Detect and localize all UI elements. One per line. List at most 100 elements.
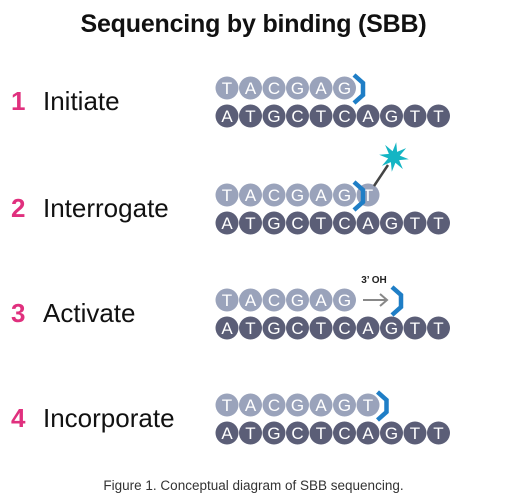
base-letter: T bbox=[410, 107, 420, 126]
primer-base: T bbox=[356, 393, 380, 417]
base-circle bbox=[215, 288, 239, 312]
primer-base: G bbox=[333, 393, 356, 417]
base-letter: G bbox=[291, 79, 304, 98]
template-base: G bbox=[380, 316, 403, 340]
primer-base: A bbox=[309, 76, 333, 100]
base-letter: G bbox=[338, 291, 351, 310]
primer-base: C bbox=[262, 393, 286, 417]
template-base: T bbox=[427, 316, 450, 340]
base-circle bbox=[262, 316, 286, 340]
base-circle bbox=[427, 316, 450, 340]
base-letter: G bbox=[385, 424, 398, 443]
base-letter: A bbox=[362, 214, 374, 233]
template-base: C bbox=[286, 211, 309, 235]
base-letter: T bbox=[245, 319, 255, 338]
base-circle bbox=[239, 76, 262, 100]
template-base: C bbox=[333, 211, 356, 235]
template-base: A bbox=[215, 104, 239, 128]
primer-base: C bbox=[262, 183, 286, 207]
primer-base: T bbox=[215, 288, 239, 312]
base-circle bbox=[239, 104, 262, 128]
template-base: T bbox=[239, 211, 262, 235]
base-letter: T bbox=[245, 107, 255, 126]
primer-base: A bbox=[239, 183, 262, 207]
primer-base: A bbox=[239, 76, 262, 100]
base-circle bbox=[427, 421, 450, 445]
base-circle bbox=[403, 421, 427, 445]
base-letter: A bbox=[315, 186, 327, 205]
base-circle bbox=[262, 393, 286, 417]
base-letter: T bbox=[316, 214, 326, 233]
base-letter: T bbox=[316, 319, 326, 338]
base-letter: G bbox=[338, 186, 351, 205]
base-circle bbox=[333, 316, 356, 340]
step-number: 4 bbox=[11, 403, 26, 433]
base-circle bbox=[333, 183, 356, 207]
template-base: G bbox=[262, 211, 286, 235]
base-letter: A bbox=[221, 214, 233, 233]
base-circle bbox=[380, 421, 403, 445]
template-base: T bbox=[309, 104, 333, 128]
template-base: T bbox=[403, 104, 427, 128]
base-letter: G bbox=[291, 186, 304, 205]
base-letter: A bbox=[362, 107, 374, 126]
base-circle bbox=[380, 316, 403, 340]
base-circle bbox=[239, 183, 262, 207]
step-number: 1 bbox=[11, 86, 25, 116]
base-circle bbox=[262, 288, 286, 312]
base-circle bbox=[215, 183, 239, 207]
base-circle bbox=[239, 316, 262, 340]
base-circle bbox=[239, 421, 262, 445]
base-letter: T bbox=[410, 424, 420, 443]
base-circle bbox=[286, 316, 309, 340]
template-base: A bbox=[215, 316, 239, 340]
base-circle bbox=[333, 76, 356, 100]
base-letter: T bbox=[222, 396, 232, 415]
template-base: T bbox=[403, 211, 427, 235]
polymerase-icon bbox=[376, 390, 389, 422]
base-circle bbox=[380, 211, 403, 235]
primer-base: T bbox=[215, 183, 239, 207]
primer-base: T bbox=[215, 76, 239, 100]
step-label: Incorporate bbox=[43, 403, 175, 433]
primer-base: G bbox=[286, 393, 309, 417]
base-letter: A bbox=[315, 291, 327, 310]
base-circle bbox=[356, 104, 380, 128]
primer-base: G bbox=[333, 288, 356, 312]
base-circle bbox=[380, 104, 403, 128]
primer-base: A bbox=[239, 288, 262, 312]
base-letter: A bbox=[362, 424, 374, 443]
base-circle bbox=[356, 316, 380, 340]
base-circle bbox=[262, 104, 286, 128]
base-letter: T bbox=[316, 107, 326, 126]
base-letter: T bbox=[433, 214, 443, 233]
base-circle bbox=[356, 421, 380, 445]
template-base: G bbox=[262, 316, 286, 340]
template-base: G bbox=[380, 421, 403, 445]
step-number: 2 bbox=[11, 193, 25, 223]
base-letter: A bbox=[315, 79, 327, 98]
template-base: A bbox=[356, 211, 380, 235]
base-letter: C bbox=[291, 424, 303, 443]
base-circle bbox=[403, 104, 427, 128]
base-circle bbox=[333, 104, 356, 128]
template-base: T bbox=[403, 316, 427, 340]
base-letter: T bbox=[433, 424, 443, 443]
polymerase-icon bbox=[390, 285, 404, 317]
base-circle bbox=[309, 104, 333, 128]
base-letter: T bbox=[433, 107, 443, 126]
template-base: T bbox=[427, 421, 450, 445]
linker-icon bbox=[372, 164, 390, 187]
base-letter: G bbox=[338, 79, 351, 98]
base-letter: C bbox=[268, 396, 280, 415]
template-base: A bbox=[356, 421, 380, 445]
fluorescent-label-icon bbox=[379, 142, 409, 172]
base-letter: C bbox=[268, 186, 280, 205]
base-circle bbox=[215, 393, 239, 417]
arrow-head-icon bbox=[379, 293, 389, 307]
base-letter: T bbox=[410, 319, 420, 338]
